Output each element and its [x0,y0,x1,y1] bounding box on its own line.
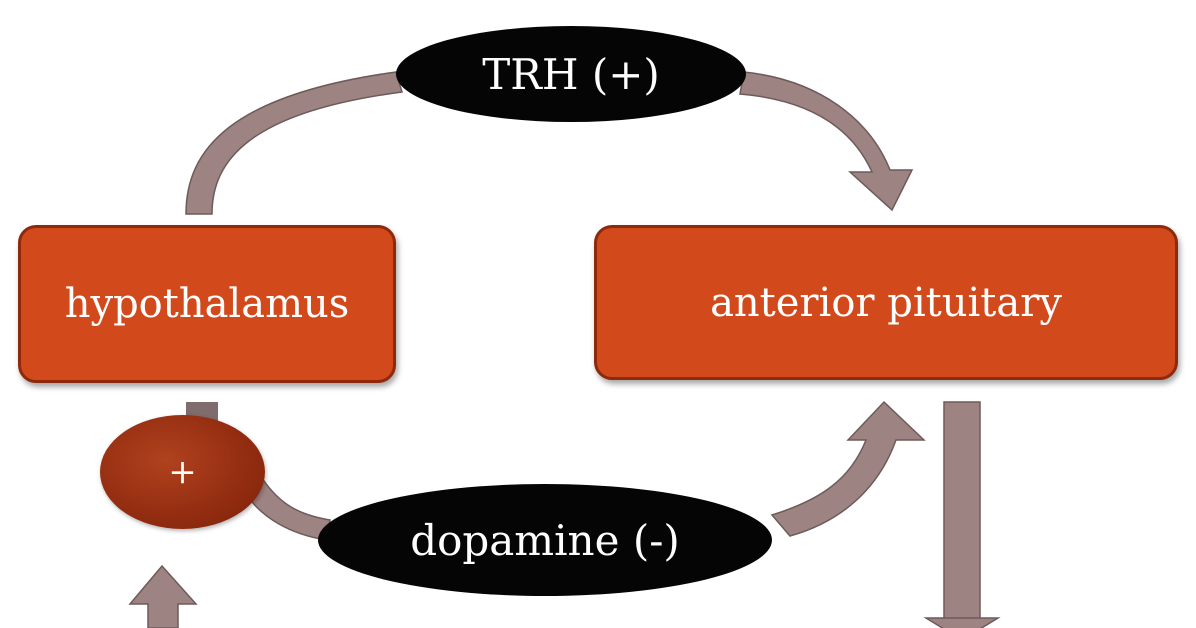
stimulus-plus-label: + [168,452,197,492]
anterior-pituitary-label: anterior pituitary [710,279,1062,326]
stimulus-plus-circle: + [100,415,265,529]
dopamine-label: dopamine (-) [410,515,680,565]
trh-label: TRH (+) [482,49,660,99]
stimulus-up-arrow [128,564,198,628]
dopamine-signal-oval: dopamine (-) [318,484,772,596]
hypothalamus-box: hypothalamus [18,225,396,383]
pituitary-output-arrowhead [923,617,1001,628]
trh-signal-oval: TRH (+) [396,26,746,122]
pituitary-output-bar [943,401,981,628]
hypothalamus-label: hypothalamus [64,281,350,327]
trh-arrow-right-arc [739,71,914,212]
dopamine-arrow-right [770,400,926,537]
trh-arrow-left-arc [185,71,403,215]
anterior-pituitary-box: anterior pituitary [594,225,1178,380]
